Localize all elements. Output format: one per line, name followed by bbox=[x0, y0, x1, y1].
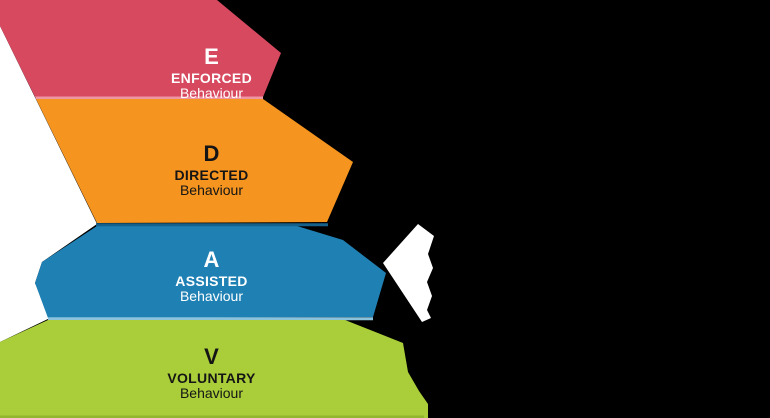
assisted-band-shape bbox=[35, 226, 386, 318]
enforced-band-divider bbox=[35, 96, 263, 100]
voluntary-band-bottom-edge bbox=[0, 415, 424, 418]
enforced-band-shape bbox=[0, 0, 281, 97]
white-arrow-fragment bbox=[383, 224, 434, 322]
assisted-band-divider bbox=[48, 317, 373, 321]
directed-band-shape bbox=[36, 99, 353, 223]
voluntary-band-shape bbox=[0, 320, 428, 418]
page-background-wedge bbox=[0, 26, 97, 342]
assisted-band-top-edge bbox=[96, 223, 328, 227]
